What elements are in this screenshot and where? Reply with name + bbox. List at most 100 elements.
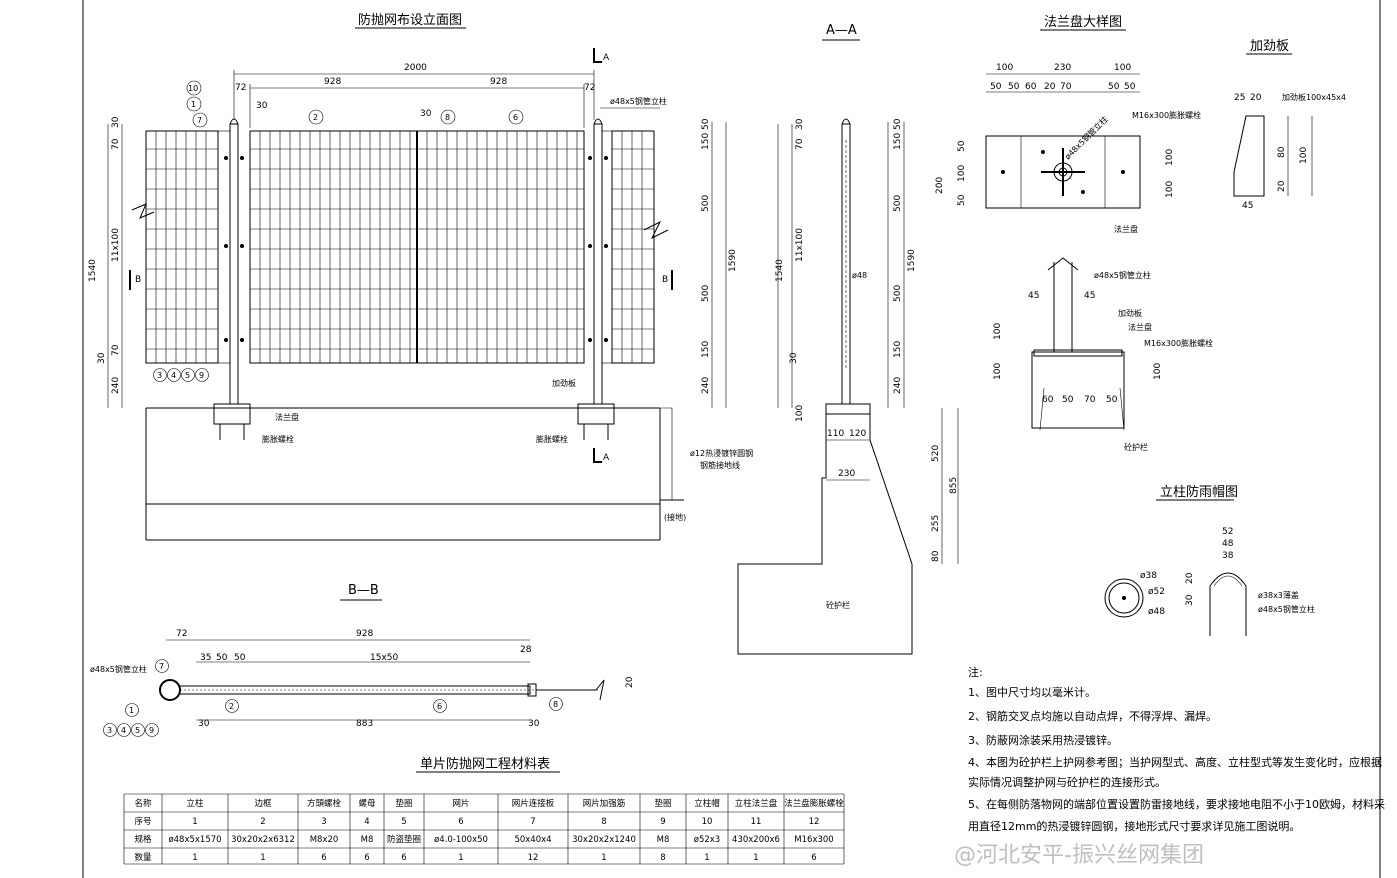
dim-r-150b: 150: [701, 341, 711, 358]
table-cell: 防盗垫圈: [387, 834, 421, 845]
aa-dim-80: 80: [931, 550, 941, 562]
dim-70-bot: 70: [111, 344, 121, 356]
flange-plate-plan: [985, 135, 1141, 209]
aa-barrier-profile: [737, 404, 913, 655]
stiffener-view: 加劲板 25 20 加劲板100x45x4 80 100 20 45: [1233, 39, 1346, 211]
dim-1540: 1540: [88, 259, 98, 282]
aa-r-150b: 150: [893, 341, 903, 358]
table-cell: M8x20: [310, 835, 339, 845]
fl-sec-45a: 45: [1028, 291, 1039, 301]
aa-r-240: 240: [893, 377, 903, 394]
cap-dim-38: 38: [1222, 551, 1234, 561]
rain-cap-view: 立柱防雨帽图 ø38 ø52 ø48 52 48 38 30 20 ø38x3薄…: [1104, 484, 1315, 636]
bb-balloon-3: 3: [107, 726, 112, 735]
mesh-panel-left-end: [145, 130, 219, 364]
fl-side-200: 200: [935, 177, 945, 194]
aa-dim-100: 100: [795, 405, 805, 422]
note-5: 5、在每侧防落物网的端部位置设置防雷接地线，要求接地电阻不小于10欧姆，材料采: [968, 797, 1385, 811]
note-2: 2、钢筋交叉点均施以自动点焊，不得浮焊、漏焊。: [968, 709, 1217, 723]
balloon-6: 6: [513, 113, 518, 122]
fl-sec-rail: 砼护栏: [1124, 442, 1148, 452]
st-dim-20: 20: [1250, 93, 1262, 103]
table-cell: 网片: [452, 798, 469, 809]
section-b-left: B: [135, 275, 141, 285]
bb-balloon-5: 5: [135, 726, 140, 735]
fl-sub-0: 50: [990, 82, 1002, 92]
cap-dim-48: 48: [1222, 539, 1234, 549]
elevation-balloons: [153, 80, 524, 382]
bb-dim-72: 72: [176, 629, 187, 639]
cap-dim-20: 20: [1185, 572, 1195, 584]
dim-30-top: 30: [111, 116, 121, 128]
fl-sec-100a: 100: [993, 323, 1003, 340]
flange-left: [213, 403, 251, 425]
cap-label: ø38x3薄盖: [1258, 590, 1299, 600]
fl-pipe-label: ø48x5钢管立柱: [1062, 114, 1109, 161]
bb-dim-928: 928: [356, 629, 373, 639]
table-cell: 10: [702, 817, 713, 827]
table-cell: 30x20x2x6312: [231, 835, 295, 845]
dim-30a: 30: [256, 101, 268, 111]
fl-sec-70: 70: [1084, 395, 1096, 405]
aa-r-50: 50: [893, 118, 903, 130]
table-cell: 1: [753, 853, 758, 863]
table-cell: 名称: [134, 798, 152, 809]
section-a-bottom: A: [603, 453, 610, 463]
pipe-label: ø48x5钢管立柱: [610, 96, 667, 106]
table-cell: 立柱: [186, 798, 204, 809]
dim-11x100: 11x100: [111, 228, 121, 262]
bb-balloon-6: 6: [437, 702, 442, 711]
table-cell: 6: [401, 853, 406, 863]
table-cell: 垫圈: [654, 798, 671, 809]
table-cell: M8: [361, 835, 374, 845]
balloon-4: 4: [171, 371, 176, 380]
note-4: 4、本图为砼护栏上护网参考图；当护网型式、高度、立柱型式等发生变化时，应根据: [968, 755, 1382, 769]
flange-section-block: [1031, 351, 1125, 429]
dim-r-150: 150: [701, 133, 711, 150]
bolt-label-right: 膨胀螺栓: [536, 434, 568, 444]
bb-dim-35: 35: [200, 653, 211, 663]
dim-30-bot: 30: [97, 352, 107, 364]
note-4-cont: 实际情况调整护网与砼护栏的连接形式。: [968, 775, 1166, 789]
dim-r-240: 240: [701, 377, 711, 394]
fl-top-100b: 100: [1114, 63, 1131, 73]
fl-sub-6: 50: [1124, 82, 1136, 92]
dim-70-top: 70: [111, 138, 121, 150]
aa-dim-855: 855: [949, 477, 959, 494]
balloon-2: 2: [313, 113, 318, 122]
section-bb-view: B—B 72 928 35 50 50 15x50 28 30 883 30 2…: [90, 583, 635, 737]
fl-sec-bolt: M16x300膨胀螺栓: [1144, 338, 1213, 348]
table-cell: 网片连接板: [512, 798, 555, 809]
elevation-view: 防抛网布设立面图 2000 928 928 72 72 30 30 A A B …: [88, 12, 753, 541]
table-cell: 1: [192, 817, 197, 827]
aa-dim-120: 120: [849, 429, 866, 439]
fl-sec-100b: 100: [993, 363, 1003, 380]
flange-right: [577, 403, 615, 425]
table-cell: 6: [364, 853, 369, 863]
flange-label: 法兰盘: [275, 412, 299, 422]
fl-right-100a: 100: [1165, 149, 1175, 166]
table-cell: 垫圈: [395, 798, 412, 809]
table-title: 单片防抛网工程材料表: [420, 756, 550, 772]
fl-sec-plate: 法兰盘: [1128, 322, 1152, 332]
table-cell: 1: [192, 853, 197, 863]
balloon-9: 9: [199, 371, 204, 380]
section-bb-title: B—B: [348, 583, 379, 598]
balloon-5: 5: [185, 371, 190, 380]
table-cell: 1: [601, 853, 606, 863]
balloon-10: 10: [188, 84, 198, 93]
stiffener-label: 加劲板: [552, 378, 576, 388]
table-cell: 7: [530, 817, 535, 827]
ground-wire-label2: 钢筋接地线: [700, 460, 740, 470]
post-left: [229, 123, 239, 405]
fl-side-50b: 50: [957, 194, 967, 206]
fl-side-100: 100: [957, 165, 967, 182]
bb-dim-28: 28: [520, 645, 532, 655]
aa-dim-11x100: 11x100: [795, 228, 805, 262]
st-dim-100: 100: [1299, 147, 1309, 164]
fl-sub-2: 60: [1025, 82, 1037, 92]
aa-dim-230: 230: [838, 469, 855, 479]
mesh-panel-right-end: [611, 130, 655, 364]
table-cell: 12: [528, 853, 539, 863]
